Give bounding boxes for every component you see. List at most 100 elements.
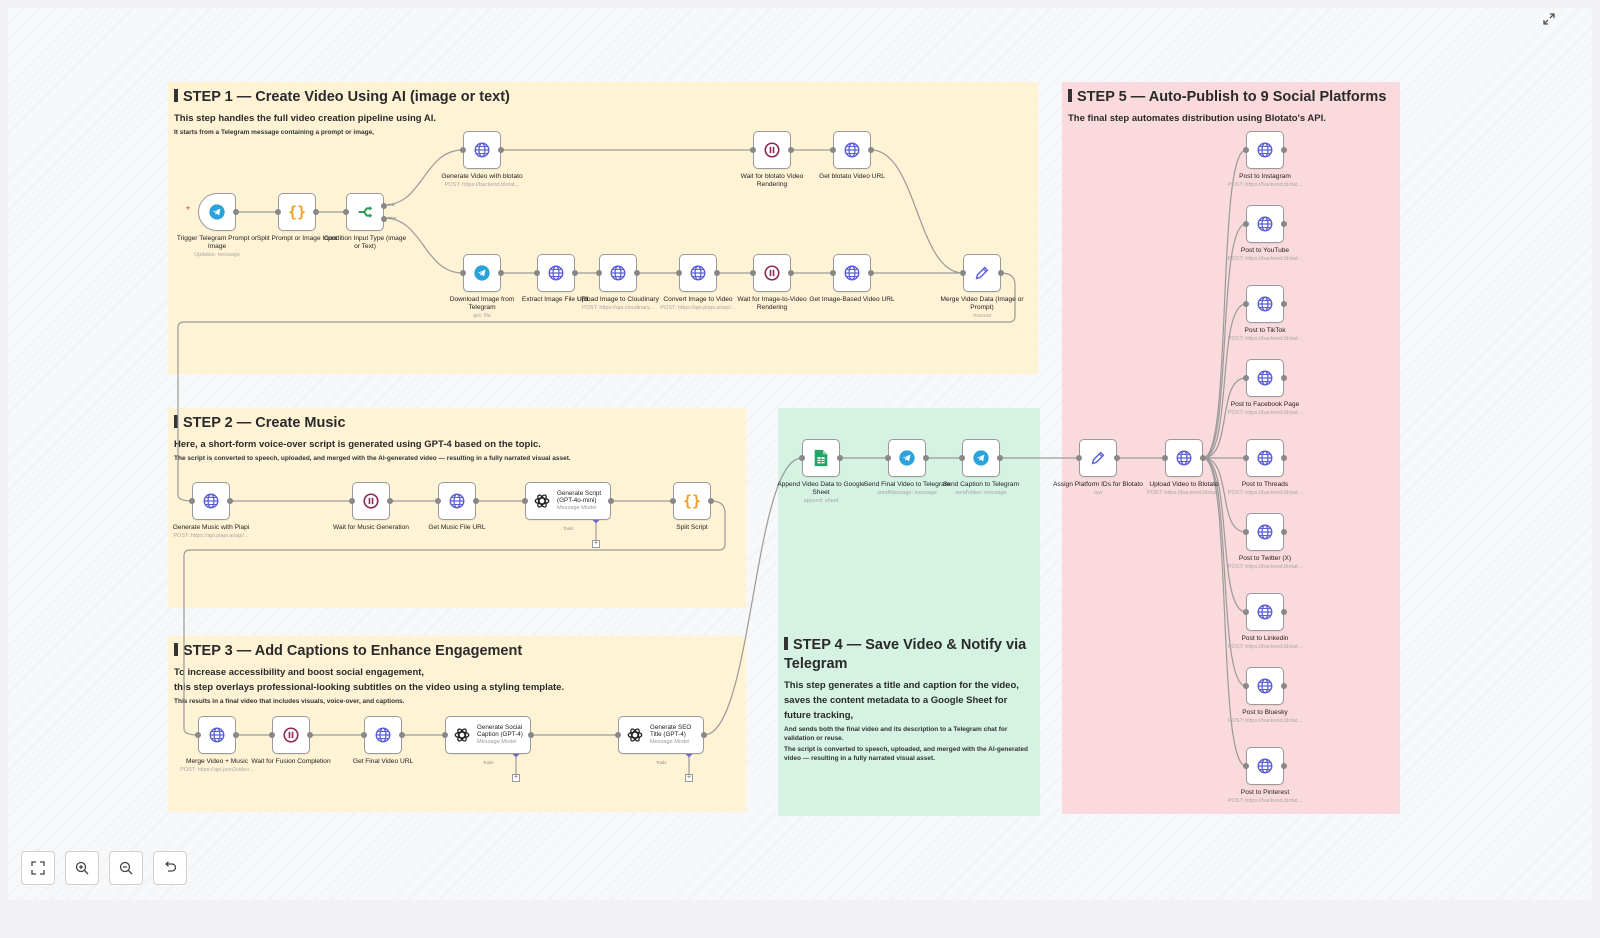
input-port[interactable] [361,732,367,738]
output-port[interactable] [381,203,387,209]
input-port[interactable] [1162,455,1168,461]
output-port[interactable] [1281,455,1287,461]
zoomout-button[interactable] [109,851,143,885]
output-port[interactable] [714,270,720,276]
node-sendCap[interactable] [959,439,1003,477]
node-dlImg[interactable] [460,254,504,292]
node-sheet[interactable] [799,439,843,477]
zoomin-button[interactable] [65,851,99,885]
output-port[interactable] [313,209,319,215]
output-port[interactable] [788,147,794,153]
output-port[interactable] [1200,455,1206,461]
output-port[interactable] [708,498,714,504]
node-p4[interactable] [1243,359,1287,397]
input-port[interactable] [435,498,441,504]
output-port[interactable] [1281,375,1287,381]
output-port[interactable] [788,270,794,276]
output-port[interactable] [837,455,843,461]
input-port[interactable] [750,270,756,276]
output-port[interactable] [387,498,393,504]
input-port[interactable] [1243,301,1249,307]
node-conv[interactable] [676,254,720,292]
input-port[interactable] [676,270,682,276]
input-port[interactable] [275,209,281,215]
node-extImg[interactable] [534,254,578,292]
fit-button[interactable] [21,851,55,885]
output-port[interactable] [998,270,1004,276]
output-port[interactable] [997,455,1003,461]
output-port[interactable] [1281,529,1287,535]
input-port[interactable] [960,270,966,276]
input-port[interactable] [189,498,195,504]
node-genSeo[interactable]: Generate SEO Title (GPT-4)Message Model [615,716,707,754]
output-port[interactable] [399,732,405,738]
input-port[interactable] [799,455,805,461]
node-getFinal[interactable] [361,716,405,754]
output-port[interactable] [307,732,313,738]
output-port[interactable] [528,732,534,738]
input-port[interactable] [460,270,466,276]
node-p7[interactable] [1243,593,1287,631]
input-port[interactable] [830,147,836,153]
input-port[interactable] [885,455,891,461]
input-port[interactable] [1243,529,1249,535]
input-port[interactable] [442,732,448,738]
output-port[interactable] [1281,763,1287,769]
output-port[interactable] [868,147,874,153]
node-p5[interactable] [1243,439,1287,477]
node-mergeMusic[interactable] [195,716,239,754]
input-port[interactable] [830,270,836,276]
input-port[interactable] [460,147,466,153]
node-genCaption[interactable]: Generate Social Caption (GPT-4)Message M… [442,716,534,754]
sticky-note-s5[interactable]: STEP 5 — Auto-Publish to 9 Social Platfo… [1062,82,1400,814]
output-port[interactable] [701,732,707,738]
node-trigger[interactable] [198,193,239,231]
add-tool-button[interactable]: + [592,540,600,548]
input-port[interactable] [343,209,349,215]
output-port[interactable] [1281,147,1287,153]
node-waitI2V[interactable] [750,254,794,292]
node-genMusic[interactable] [189,482,233,520]
input-port[interactable] [349,498,355,504]
output-port[interactable] [233,209,239,215]
output-port[interactable] [1281,301,1287,307]
node-getImgVid[interactable] [830,254,874,292]
output-port[interactable] [923,455,929,461]
fullscreen-icon[interactable] [1542,12,1556,26]
input-port[interactable] [195,732,201,738]
output-port[interactable] [498,147,504,153]
output-port[interactable] [1281,221,1287,227]
node-upCloud[interactable] [596,254,640,292]
input-port[interactable] [615,732,621,738]
output-port[interactable] [608,498,614,504]
output-port-false[interactable] [381,216,387,222]
workflow-canvas[interactable]: STEP 1 — Create Video Using AI (image or… [8,8,1592,900]
add-tool-button[interactable]: + [685,774,693,782]
input-port[interactable] [1243,763,1249,769]
input-port[interactable] [1243,455,1249,461]
add-tool-button[interactable]: + [512,774,520,782]
input-port[interactable] [1243,147,1249,153]
node-waitFusion[interactable] [269,716,313,754]
output-port[interactable] [233,732,239,738]
node-waitBlot[interactable] [750,131,794,169]
output-port[interactable] [1114,455,1120,461]
input-port[interactable] [596,270,602,276]
node-waitMusic[interactable] [349,482,393,520]
node-p9[interactable] [1243,747,1287,785]
node-sendVid[interactable] [885,439,929,477]
node-split[interactable]: {} [275,193,319,231]
node-genScript[interactable]: Generate Script (GPT-4o-mini)Message Mod… [522,482,614,520]
node-upBlot[interactable] [1162,439,1206,477]
node-p2[interactable] [1243,205,1287,243]
output-port[interactable] [868,270,874,276]
output-port[interactable] [227,498,233,504]
input-port[interactable] [1243,221,1249,227]
output-port[interactable] [1281,683,1287,689]
input-port[interactable] [1243,375,1249,381]
output-port[interactable] [473,498,479,504]
input-port[interactable] [1243,609,1249,615]
node-p1[interactable] [1243,131,1287,169]
